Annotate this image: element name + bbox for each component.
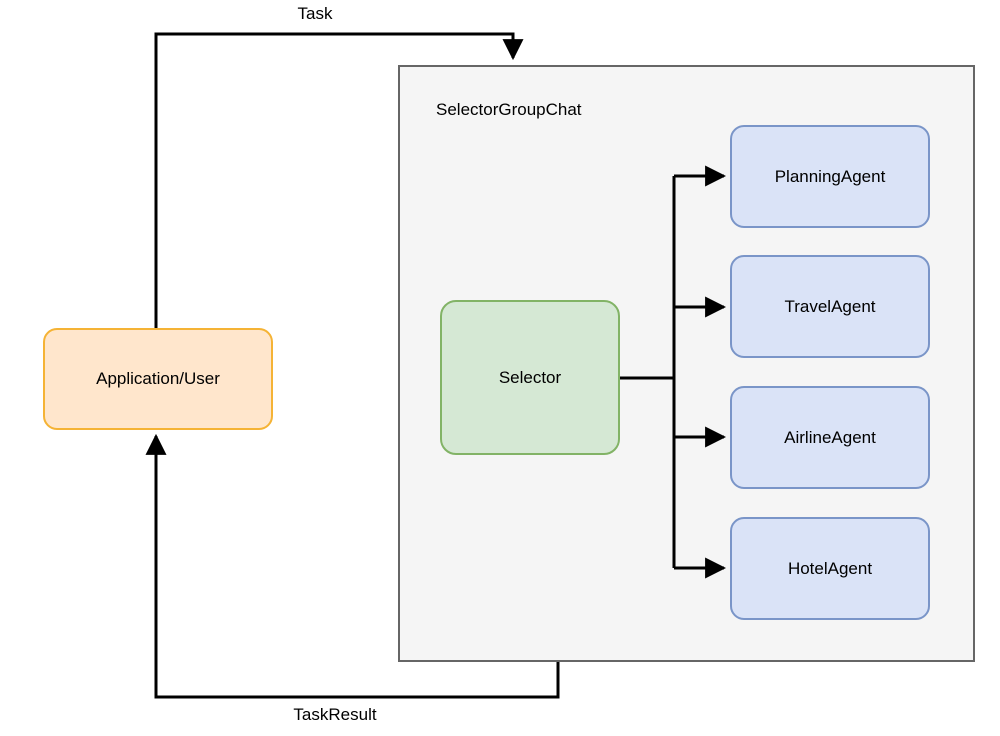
selector-group-chat-label: SelectorGroupChat	[436, 100, 582, 119]
node-selector[interactable]: Selector	[440, 300, 620, 455]
node-planning-agent[interactable]: PlanningAgent	[730, 125, 930, 228]
node-selector-label: Selector	[498, 367, 562, 387]
edge-label-task: Task	[297, 4, 333, 23]
node-hotel-agent-label: HotelAgent	[787, 558, 873, 578]
node-travel-agent-label: TravelAgent	[784, 296, 876, 316]
node-application-user-label: Application/User	[96, 369, 220, 388]
node-planning-agent-label: PlanningAgent	[774, 166, 886, 186]
node-airline-agent-label: AirlineAgent	[784, 427, 876, 447]
node-hotel-agent[interactable]: HotelAgent	[730, 517, 930, 620]
node-application-user[interactable]: Application/User	[43, 328, 273, 430]
node-airline-agent[interactable]: AirlineAgent	[730, 386, 930, 489]
edge-label-task-result: TaskResult	[293, 705, 377, 724]
node-travel-agent[interactable]: TravelAgent	[730, 255, 930, 358]
